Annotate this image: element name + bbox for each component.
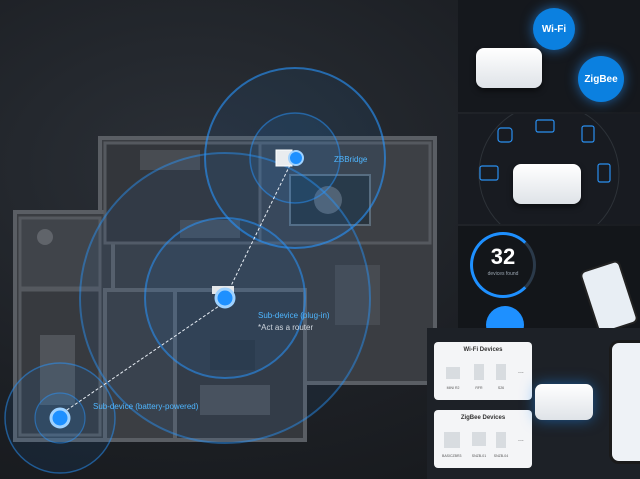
hub-device-image-3 bbox=[535, 384, 593, 420]
floor-plan-walls bbox=[13, 136, 437, 442]
zigbee-badge: ZigBee bbox=[578, 56, 624, 102]
wifi-device-3-label: S26 bbox=[497, 386, 505, 390]
wifi-devices-card: Wi-Fi Devices MINI R2 RFR S26 ... bbox=[434, 342, 532, 400]
router-note: *Act as a router bbox=[258, 323, 314, 332]
panel-discovery: 32 devices found bbox=[458, 226, 640, 344]
wifi-device-1-label: MINI R2 bbox=[446, 386, 460, 390]
connectivity-icons bbox=[478, 114, 620, 224]
floor-plan bbox=[4, 67, 437, 474]
phone-image bbox=[609, 340, 640, 464]
phone-in-hand bbox=[578, 259, 640, 335]
battery-device-label: Sub-device (battery-powered) bbox=[93, 402, 199, 411]
zigbee-device-2-icon bbox=[472, 432, 486, 446]
wifi-device-2-icon bbox=[474, 364, 484, 380]
zigbee-device-1-label: BASICZBR3 bbox=[442, 454, 462, 458]
devices-found-ring bbox=[470, 232, 536, 298]
plug-device-label: Sub-device (plug-in) bbox=[258, 311, 330, 320]
wifi-more: ... bbox=[518, 368, 524, 375]
connection-lines bbox=[63, 164, 291, 413]
panel-connectivity bbox=[458, 114, 640, 224]
wifi-device-1-icon bbox=[446, 367, 460, 379]
device-nodes bbox=[49, 149, 304, 429]
zigbee-device-3-label: SNZB-04 bbox=[493, 454, 509, 458]
zigbee-device-3-icon bbox=[496, 432, 506, 448]
panel-protocols: Wi-Fi ZigBee bbox=[458, 0, 640, 112]
wifi-devices-title: Wi-Fi Devices bbox=[463, 347, 503, 353]
panel-device-list: Wi-Fi Devices MINI R2 RFR S26 ... ZigBee… bbox=[427, 328, 640, 479]
wifi-badge: Wi-Fi bbox=[533, 8, 575, 50]
hub-device-image bbox=[476, 48, 542, 88]
battery-device-icon bbox=[49, 407, 71, 429]
zigbee-devices-card: ZigBee Devices BASICZBR3 SNZB-01 SNZB-04… bbox=[434, 410, 532, 468]
devices-found-caption: devices found bbox=[487, 271, 519, 277]
plug-device-icon bbox=[214, 287, 236, 309]
wifi-device-2-label: RFR bbox=[475, 386, 483, 390]
devices-found-count: 32 bbox=[490, 244, 516, 269]
zbbridge-label: ZBBridge bbox=[334, 155, 368, 164]
zigbee-device-1-icon bbox=[444, 432, 460, 448]
hub-device-image-2 bbox=[513, 164, 581, 204]
zigbee-more: ... bbox=[518, 436, 524, 443]
wifi-device-3-icon bbox=[496, 364, 506, 380]
zigbee-devices-title: ZigBee Devices bbox=[460, 415, 506, 421]
zigbee-device-2-label: SNZB-01 bbox=[471, 454, 487, 458]
